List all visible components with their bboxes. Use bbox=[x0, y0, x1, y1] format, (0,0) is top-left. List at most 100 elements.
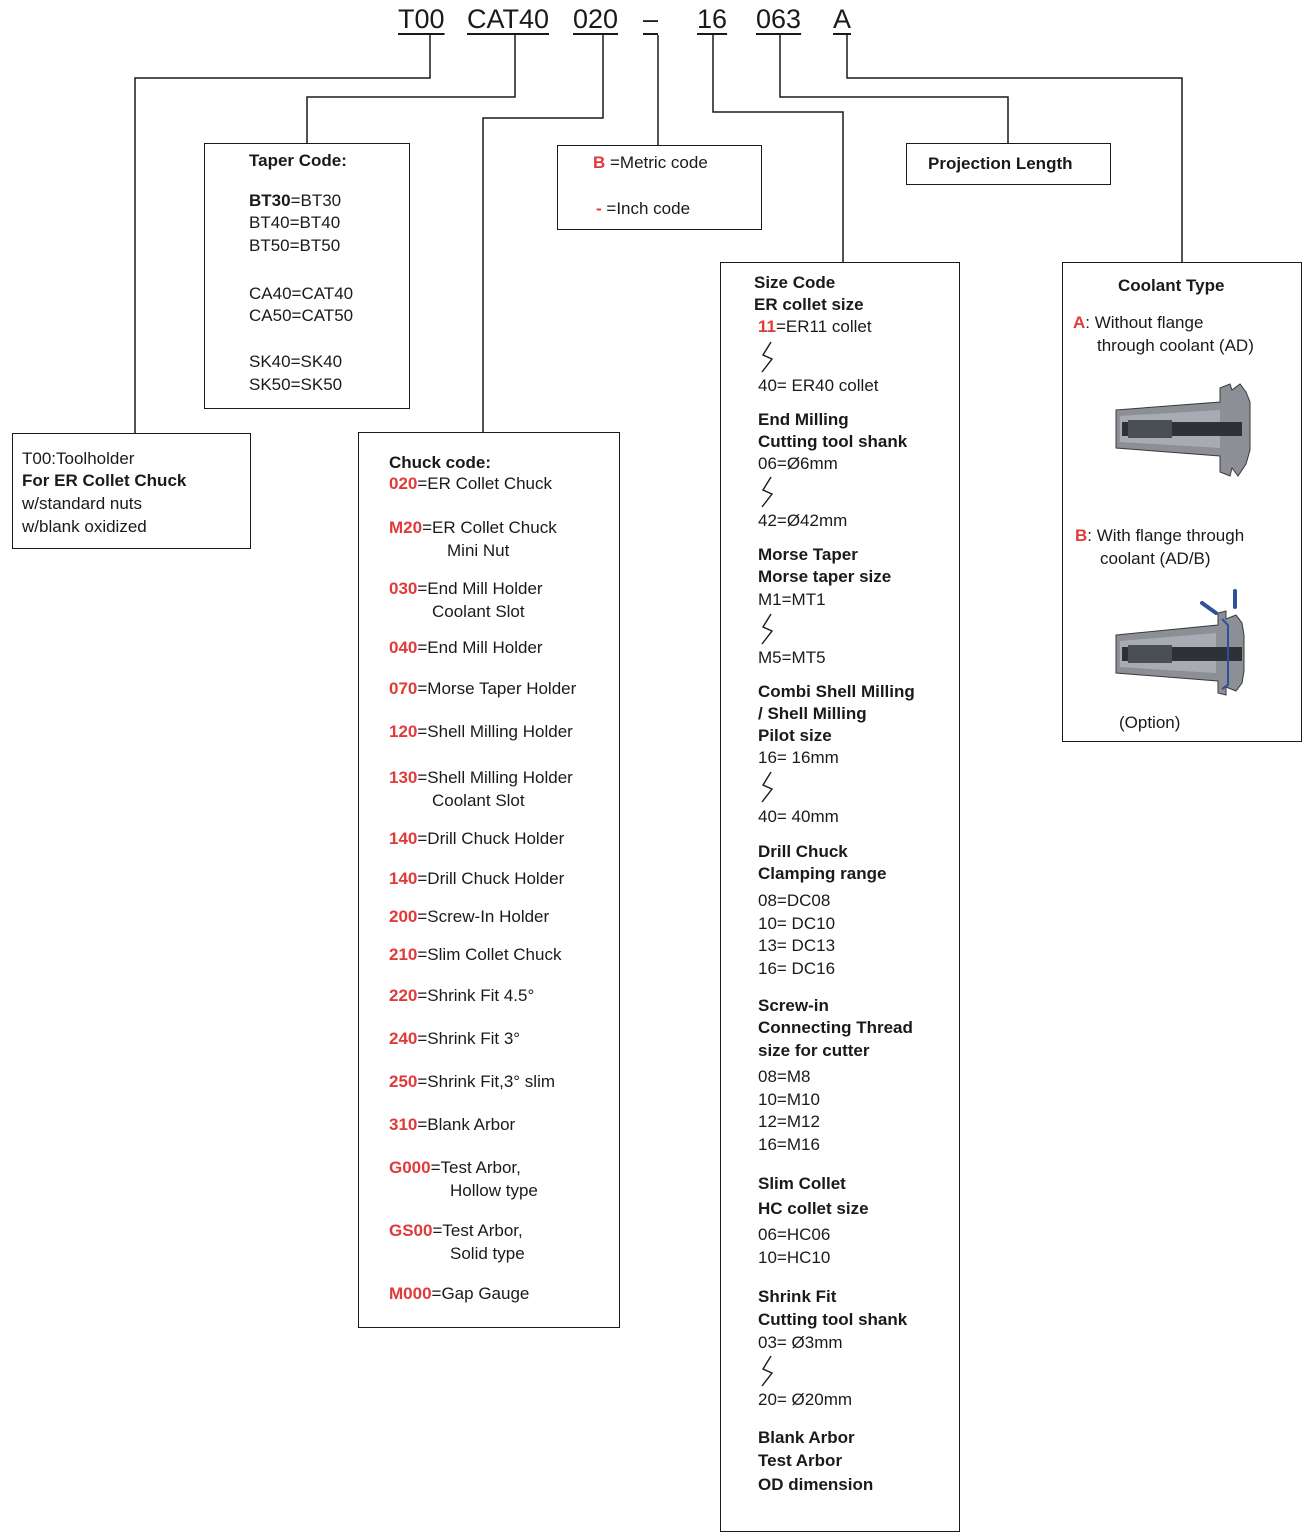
chuck-code-box bbox=[358, 432, 620, 1328]
taper-row-7: SK50=SK50 bbox=[249, 375, 343, 394]
chuck-item-text: =Gap Gauge bbox=[431, 1284, 530, 1303]
chuck-item-text: =Drill Chuck Holder bbox=[417, 869, 565, 888]
dc-row-3: 13= DC13 bbox=[758, 936, 836, 955]
er-last: 40= ER40 collet bbox=[758, 376, 879, 395]
chuck-item-code: 120 bbox=[389, 722, 418, 741]
mt-first: M1=MT1 bbox=[758, 590, 826, 609]
chuck-item-code: 210 bbox=[389, 945, 418, 964]
ba-title-2: Test Arbor bbox=[758, 1451, 843, 1470]
chuck-item: 250=Shrink Fit,3° slim bbox=[389, 1071, 555, 1093]
chuck-item-code: 140 bbox=[389, 869, 418, 888]
chuck-item-text: =Shell Milling Holder bbox=[417, 768, 573, 787]
chuck-item: 240=Shrink Fit 3° bbox=[389, 1028, 520, 1050]
chuck-item-code: 040 bbox=[389, 638, 418, 657]
chuck-item-text: =Blank Arbor bbox=[417, 1115, 516, 1134]
chuck-item-code: 220 bbox=[389, 986, 418, 1005]
toolholder-box bbox=[12, 433, 251, 549]
chuck-item: 140=Drill Chuck Holder bbox=[389, 828, 564, 850]
code-dash: – bbox=[643, 4, 659, 34]
coolant-type-title: Coolant Type bbox=[1118, 276, 1225, 295]
chuck-item-text: =Screw-In Holder bbox=[417, 907, 550, 926]
chuck-item: 310=Blank Arbor bbox=[389, 1114, 515, 1136]
chuck-item-code: 030 bbox=[389, 579, 418, 598]
toolholder-without-flange-icon bbox=[1115, 383, 1251, 477]
dc-row-2: 10= DC10 bbox=[758, 914, 836, 933]
chuck-item-subtext: Coolant Slot bbox=[432, 602, 525, 621]
sc-title-2: HC collet size bbox=[758, 1199, 869, 1218]
er-title-2: ER collet size bbox=[754, 295, 864, 314]
chuck-item-text: =Shrink Fit,3° slim bbox=[417, 1072, 556, 1091]
chuck-item-code: GS00 bbox=[389, 1221, 433, 1240]
chuck-item-code: 200 bbox=[389, 907, 418, 926]
metric-code-box bbox=[557, 145, 762, 230]
chuck-item-subtext: Mini Nut bbox=[447, 541, 510, 560]
mt-title-2: Morse taper size bbox=[758, 567, 892, 586]
chuck-item-text: =Morse Taper Holder bbox=[417, 679, 577, 698]
chuck-item-text: =Shell Milling Holder bbox=[417, 722, 573, 741]
chuck-item-code: 070 bbox=[389, 679, 418, 698]
chuck-code-title: Chuck code: bbox=[389, 453, 492, 472]
em-title-2: Cutting tool shank bbox=[758, 432, 908, 451]
chuck-item-text: =Test Arbor, bbox=[430, 1158, 521, 1177]
si-row-3: 12=M12 bbox=[758, 1112, 820, 1131]
chuck-item-code: 240 bbox=[389, 1029, 418, 1048]
range-squiggle-icon bbox=[761, 1355, 774, 1387]
er-first: 11=ER11 collet bbox=[758, 317, 872, 336]
toolholder-line2: For ER Collet Chuck bbox=[22, 471, 187, 490]
chuck-item: 220=Shrink Fit 4.5° bbox=[389, 985, 534, 1007]
chuck-item: 200=Screw-In Holder bbox=[389, 906, 549, 928]
code-cat40: CAT40 bbox=[467, 4, 550, 34]
si-title-2: Connecting Thread bbox=[758, 1018, 913, 1037]
chuck-item-text: =Shrink Fit 3° bbox=[417, 1029, 521, 1048]
dc-row-1: 08=DC08 bbox=[758, 891, 831, 910]
sc-row-2: 10=HC10 bbox=[758, 1248, 831, 1267]
ba-title-3: OD dimension bbox=[758, 1475, 874, 1494]
chuck-item: 210=Slim Collet Chuck bbox=[389, 944, 561, 966]
sc-row-1: 06=HC06 bbox=[758, 1225, 831, 1244]
sm-first: 16= 16mm bbox=[758, 748, 839, 767]
range-squiggle-icon bbox=[761, 613, 774, 645]
sf-last: 20= Ø20mm bbox=[758, 1390, 853, 1409]
chuck-item: 040=End Mill Holder bbox=[389, 637, 543, 659]
chuck-item-code: G000 bbox=[389, 1158, 431, 1177]
chuck-item-code: 020 bbox=[389, 474, 418, 493]
coolant-a-line2: through coolant (AD) bbox=[1097, 336, 1254, 355]
taper-code-box bbox=[204, 143, 410, 409]
chuck-item-text: =ER Collet Chuck bbox=[422, 518, 557, 537]
taper-code-title: Taper Code: bbox=[249, 151, 347, 170]
chuck-item-text: =Slim Collet Chuck bbox=[417, 945, 562, 964]
coolant-a-line1: A: Without flange bbox=[1073, 313, 1204, 332]
chuck-item-text: =ER Collet Chuck bbox=[417, 474, 553, 493]
code-16: 16 bbox=[697, 4, 728, 34]
code-020: 020 bbox=[573, 4, 619, 34]
chuck-item-subtext: Solid type bbox=[450, 1244, 525, 1263]
projection-length-box bbox=[906, 143, 1111, 185]
code-a: A bbox=[833, 4, 852, 34]
chuck-item: M000=Gap Gauge bbox=[389, 1283, 529, 1305]
coolant-option-label: (Option) bbox=[1119, 713, 1181, 732]
toolholder-line3: w/standard nuts bbox=[22, 494, 143, 513]
taper-row-3: BT50=BT50 bbox=[249, 236, 341, 255]
em-title-1: End Milling bbox=[758, 410, 849, 429]
chuck-item-code: M20 bbox=[389, 518, 423, 537]
range-squiggle-icon bbox=[761, 476, 774, 508]
chuck-item: GS00=Test Arbor, bbox=[389, 1220, 523, 1242]
range-squiggle-icon bbox=[761, 341, 774, 373]
chuck-item-code: 310 bbox=[389, 1115, 418, 1134]
chuck-item-text: =End Mill Holder bbox=[417, 638, 543, 657]
em-last: 42=Ø42mm bbox=[758, 511, 848, 530]
chuck-item-code: 250 bbox=[389, 1072, 418, 1091]
code-063: 063 bbox=[756, 4, 802, 34]
chuck-item: 120=Shell Milling Holder bbox=[389, 721, 573, 743]
ba-title-1: Blank Arbor bbox=[758, 1428, 855, 1447]
chuck-item-text: =Drill Chuck Holder bbox=[417, 829, 565, 848]
metric-code-row: B =Metric code bbox=[593, 153, 708, 172]
si-row-2: 10=M10 bbox=[758, 1090, 820, 1109]
dc-title-1: Drill Chuck bbox=[758, 842, 848, 861]
sf-title-2: Cutting tool shank bbox=[758, 1310, 908, 1329]
em-first: 06=Ø6mm bbox=[758, 454, 838, 473]
chuck-item: M20=ER Collet Chuck bbox=[389, 517, 557, 539]
taper-row-5: CA50=CAT50 bbox=[249, 306, 354, 325]
sm-last: 40= 40mm bbox=[758, 807, 839, 826]
